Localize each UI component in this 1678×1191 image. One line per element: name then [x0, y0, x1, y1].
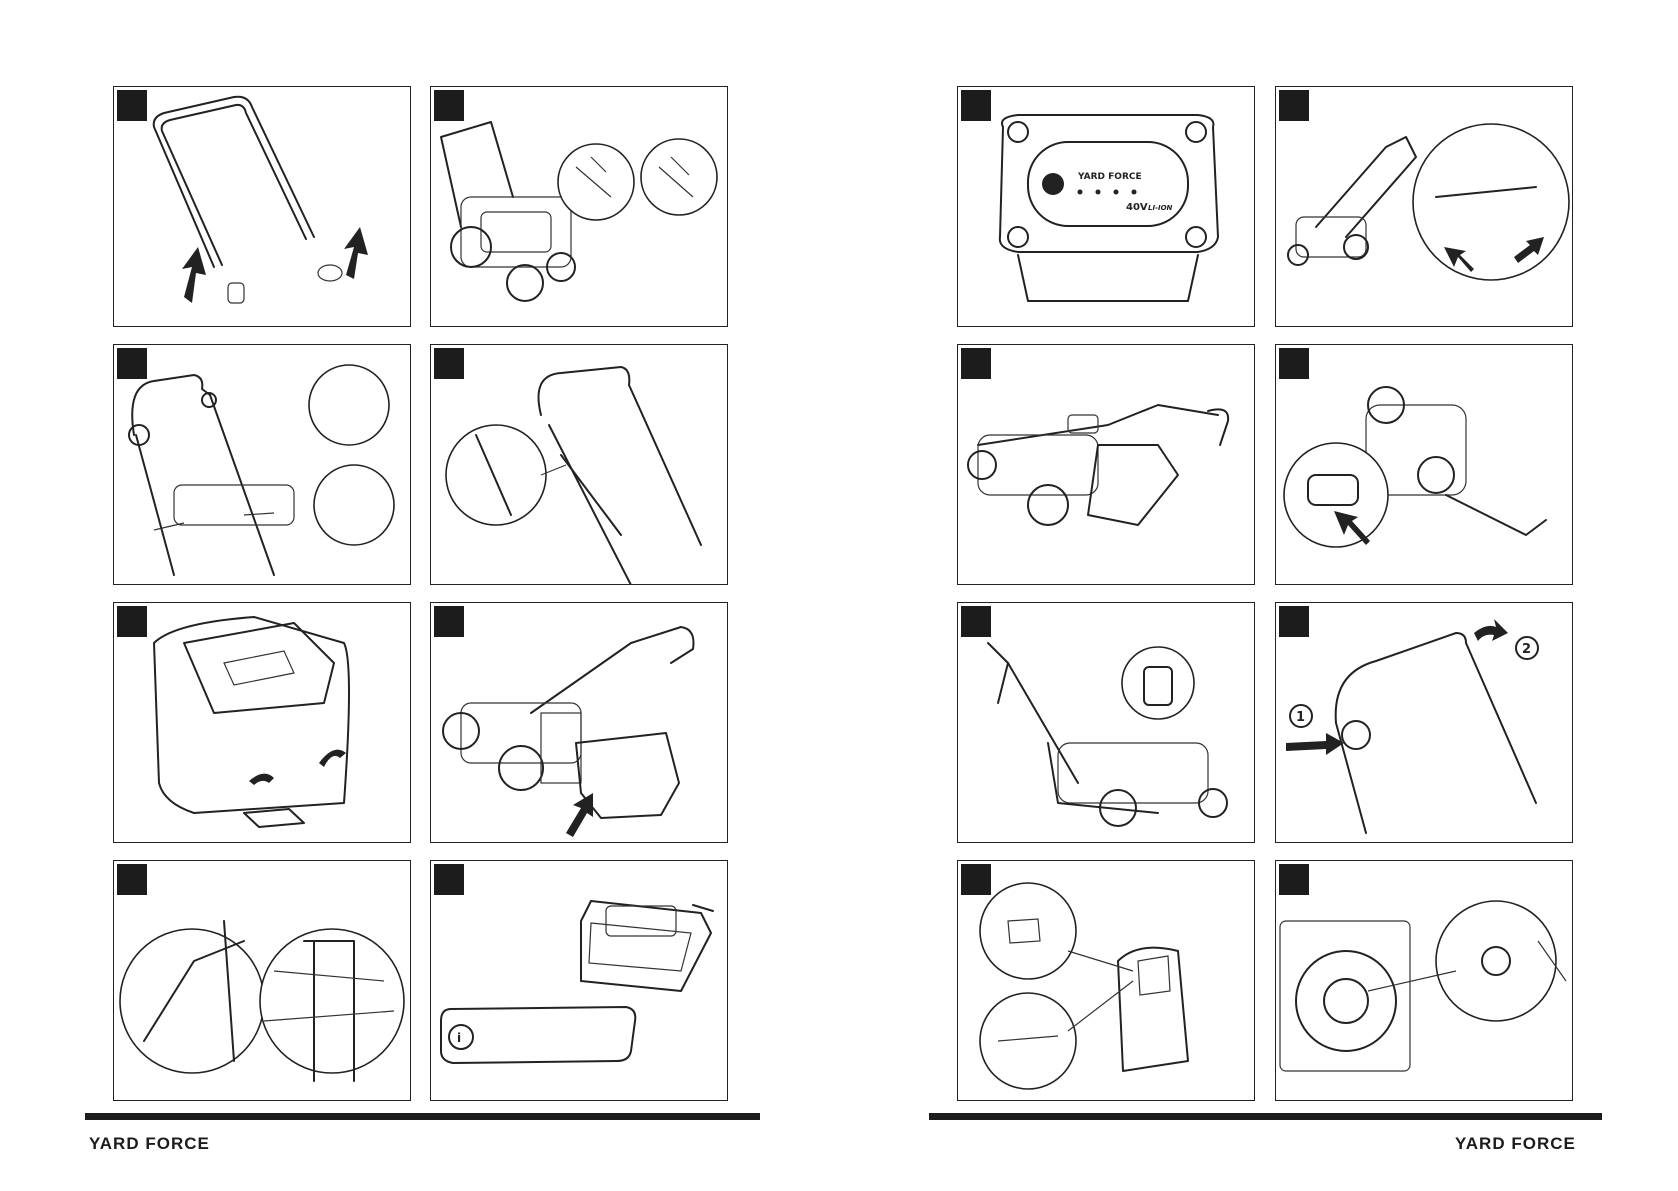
start-step-2: 2: [1522, 642, 1531, 657]
height-lever-icon: [1276, 87, 1573, 327]
level-indicator-icon: [958, 861, 1255, 1101]
panel-upper-handle-knobs: [113, 344, 411, 585]
battery-voltage-label: 40V: [1126, 202, 1148, 213]
panel-grass-box-fitting: [430, 602, 728, 843]
battery-brand-label: YARD FORCE: [1077, 172, 1142, 182]
footer-brand: YARD FORCE: [1455, 1134, 1576, 1154]
left-page: i YARD FORCE: [0, 0, 839, 1191]
battery-icon: YARD FORCE 40V LI-ION: [958, 87, 1255, 327]
panel-handle-fixing: [430, 86, 728, 327]
panel-cable-clips: [430, 344, 728, 585]
panel-battery-insert: [957, 344, 1255, 585]
panel-grass-box-level: [957, 860, 1255, 1101]
start-step-1: 1: [1296, 710, 1305, 725]
panel-handle-assembly: [113, 86, 411, 327]
panel-start-procedure: 1 2: [1275, 602, 1573, 843]
panel-safety-key: [957, 602, 1255, 843]
flap-icon: [114, 861, 411, 1101]
right-page: YARD FORCE 40V LI-ION: [839, 0, 1678, 1191]
start-lever-icon: 1 2: [1276, 603, 1573, 843]
svg-text:i: i: [457, 1031, 461, 1045]
knob-icon: [114, 345, 411, 585]
panel-battery-charger: i: [430, 860, 728, 1101]
battery-compartment-icon: [1276, 345, 1573, 585]
panel-rear-flap-detail: [113, 860, 411, 1101]
blade-icon: [1276, 861, 1573, 1101]
panel-battery-compartment: [1275, 344, 1573, 585]
footer-rule: [929, 1113, 1602, 1120]
panel-height-adjust: [1275, 86, 1573, 327]
battery-insert-icon: [958, 345, 1255, 585]
mower-grassbox-icon: [431, 603, 728, 843]
key-icon: [958, 603, 1255, 843]
charger-icon: i: [431, 861, 728, 1101]
footer-rule: [85, 1113, 760, 1120]
mower-handle-clip-icon: [431, 87, 728, 327]
panel-battery-indicator: YARD FORCE 40V LI-ION: [957, 86, 1255, 327]
panel-blade-removal: [1275, 860, 1573, 1101]
cable-clip-icon: [431, 345, 728, 585]
footer-brand: YARD FORCE: [89, 1134, 210, 1154]
handle-arrow-icon: [114, 87, 411, 327]
battery-chemistry-label: LI-ION: [1148, 204, 1173, 212]
grass-box-icon: [114, 603, 411, 843]
panel-grass-box-assembly: [113, 602, 411, 843]
